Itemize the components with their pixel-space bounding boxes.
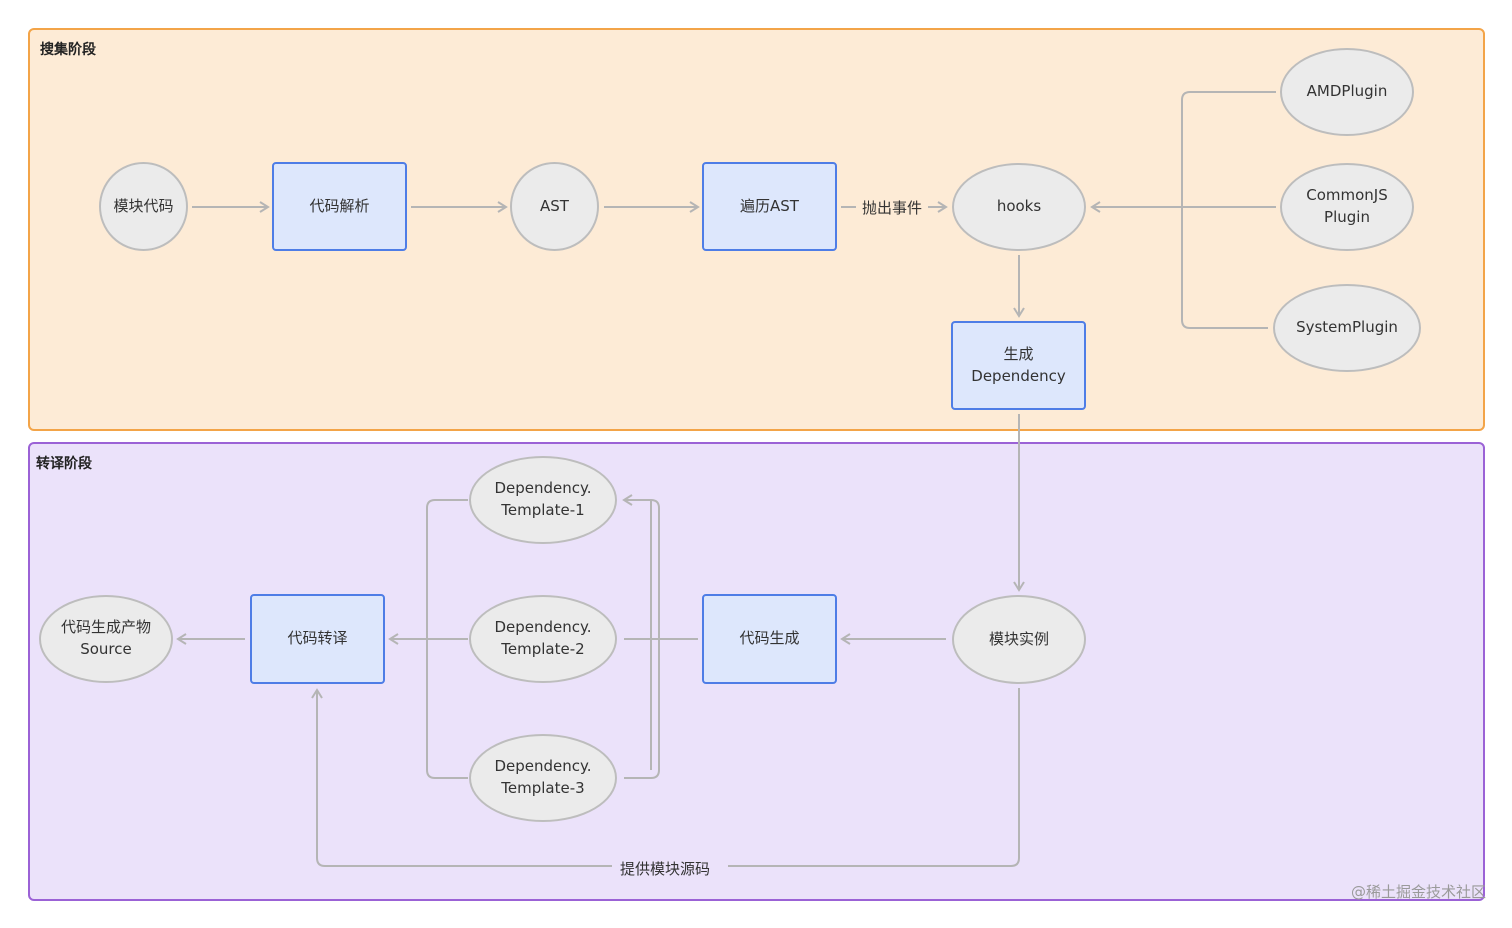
node-module-code: 模块代码 [99,162,188,251]
transpile-stage-title: 转译阶段 [36,456,92,472]
node-commonjs-plugin: CommonJS Plugin [1280,163,1414,251]
node-amd-plugin: AMDPlugin [1280,48,1414,136]
edge-instance-to-transpile [317,688,1020,867]
node-dep-template-3: Dependency. Template-3 [469,734,617,822]
edge-label-provide-source: 提供模块源码 [616,858,715,879]
node-walk-ast: 遍历AST [702,162,837,251]
node-system-plugin: SystemPlugin [1273,284,1421,372]
collect-stage-title: 搜集阶段 [40,42,96,58]
edge-plugins-to-hooks [1092,91,1276,329]
node-dep-template-2: Dependency. Template-2 [469,595,617,683]
node-hooks: hooks [952,163,1086,251]
node-artifact-source: 代码生成产物 Source [39,595,173,683]
node-code-transpile: 代码转译 [250,594,385,684]
watermark: @稀土掘金技术社区 [1350,883,1486,901]
node-code-parse: 代码解析 [272,162,407,251]
edge-label-emit-event: 抛出事件 [858,197,927,218]
node-ast: AST [510,162,599,251]
node-dep-template-1: Dependency. Template-1 [469,456,617,544]
node-code-gen: 代码生成 [702,594,837,684]
edge-codegen-to-templates [624,500,698,779]
node-gen-dependency: 生成 Dependency [951,321,1086,410]
node-module-instance: 模块实例 [952,595,1086,684]
edge-templates-to-transpile [390,499,468,779]
